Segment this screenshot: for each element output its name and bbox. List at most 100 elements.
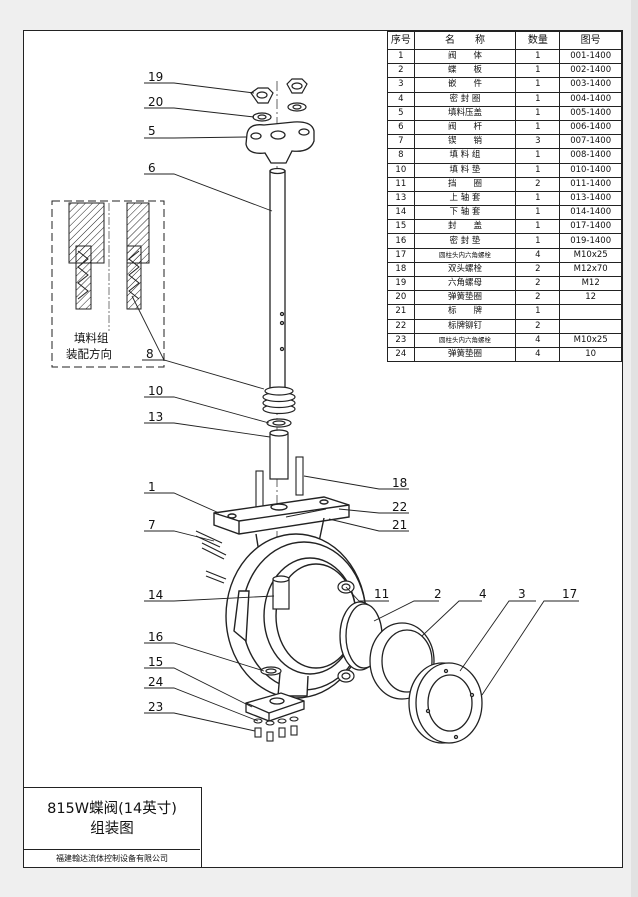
cell-name: 弹簧垫圈	[413, 290, 517, 306]
cell-qty: 2	[515, 318, 561, 334]
vertical-scrollbar[interactable]	[631, 0, 638, 897]
cell-name: 阀 体	[413, 48, 517, 65]
cell-qty: 1	[515, 233, 561, 249]
cell-no: 14	[387, 205, 415, 221]
packing-detail-view	[51, 200, 165, 368]
cell-drawing-no: 013-1400	[559, 190, 622, 207]
cell-no: 10	[387, 162, 415, 178]
header-name: 名 称	[413, 31, 517, 50]
callout-8: 8	[146, 347, 154, 361]
cover-screws	[253, 716, 299, 742]
cell-no: 5	[387, 105, 415, 121]
cell-drawing-no: 003-1400	[559, 77, 622, 93]
cell-name: 弹簧垫圈	[413, 346, 517, 363]
cell-name: 圆柱头内六角螺栓	[413, 247, 517, 263]
cell-name: 填 料 垫	[413, 162, 517, 178]
callout-16: 16	[148, 630, 163, 644]
packing-set	[262, 386, 296, 415]
cell-no: 1	[387, 48, 415, 65]
cell-drawing-no: 001-1400	[559, 48, 622, 65]
cell-drawing-no	[559, 304, 622, 320]
cell-name: 嵌 件	[413, 77, 517, 93]
cell-drawing-no: 002-1400	[559, 63, 622, 79]
taper-pins	[195, 530, 227, 584]
cell-name: 填料压盖	[413, 105, 517, 121]
cell-no: 2	[387, 63, 415, 79]
cell-drawing-no: 011-1400	[559, 176, 622, 192]
valve-stem	[269, 167, 286, 394]
cell-no: 17	[387, 247, 415, 263]
bottom-cover	[245, 692, 305, 722]
cell-name: 密 封 垫	[413, 233, 517, 249]
callout-labels: 19 20 5 6 8 10 13 1 7 14 16 15 24 23 18 …	[146, 70, 577, 714]
cell-no: 21	[387, 304, 415, 320]
drawing-title-line2: 组装图	[90, 821, 134, 837]
cell-no: 22	[387, 318, 415, 334]
cell-drawing-no: 019-1400	[559, 233, 622, 249]
spring-washer-right	[287, 102, 307, 112]
cell-drawing-no: 004-1400	[559, 91, 622, 107]
cell-qty: 4	[515, 346, 561, 363]
hex-nut-left	[250, 87, 274, 104]
cell-name: 标牌铆钉	[413, 318, 517, 334]
callout-24: 24	[148, 675, 163, 689]
valve-body	[213, 496, 367, 699]
cell-no: 8	[387, 148, 415, 164]
cell-qty: 1	[515, 63, 561, 79]
callout-2: 2	[434, 587, 442, 601]
cell-no: 4	[387, 91, 415, 107]
cell-name: 标 牌	[413, 304, 517, 320]
cell-drawing-no: 005-1400	[559, 105, 622, 121]
cell-qty: 2	[515, 275, 561, 292]
cell-no: 18	[387, 261, 415, 278]
cell-qty: 1	[515, 304, 561, 320]
callout-11: 11	[374, 587, 389, 601]
upper-bushing	[269, 429, 289, 480]
cell-name: 下 轴 套	[413, 205, 517, 221]
header-qty: 数量	[515, 31, 561, 50]
callout-15: 15	[148, 655, 163, 669]
callout-14: 14	[148, 588, 163, 602]
callout-6: 6	[148, 161, 156, 175]
cell-name: 密 封 圈	[413, 91, 517, 107]
callout-3: 3	[518, 587, 526, 601]
cell-no: 13	[387, 190, 415, 207]
cell-no: 16	[387, 233, 415, 249]
callout-23: 23	[148, 700, 163, 714]
packing-gland	[245, 121, 315, 164]
table-header-row: 序号 名 称 数量 图号	[387, 31, 622, 50]
cell-no: 23	[387, 332, 415, 348]
cell-no: 6	[387, 119, 415, 136]
cell-name: 锲 销	[413, 134, 517, 150]
cell-qty: 4	[515, 332, 561, 348]
cell-name: 填 料 组	[413, 148, 517, 164]
detail-note-line2: 装配方向	[66, 347, 112, 361]
header-no: 序号	[387, 31, 415, 50]
cell-qty: 1	[515, 77, 561, 93]
lower-bushing	[272, 575, 290, 610]
callout-1: 1	[148, 480, 156, 494]
cell-drawing-no: M12	[559, 275, 622, 292]
callout-22: 22	[392, 500, 407, 514]
spring-washer-left	[252, 112, 272, 122]
cell-qty: 1	[515, 219, 561, 235]
cell-name: 上 轴 套	[413, 190, 517, 207]
cell-name: 阀 杆	[413, 119, 517, 136]
insert-ring	[408, 662, 483, 744]
cell-name: 圆柱头内六角螺栓	[413, 332, 517, 348]
cell-qty: 1	[515, 162, 561, 178]
